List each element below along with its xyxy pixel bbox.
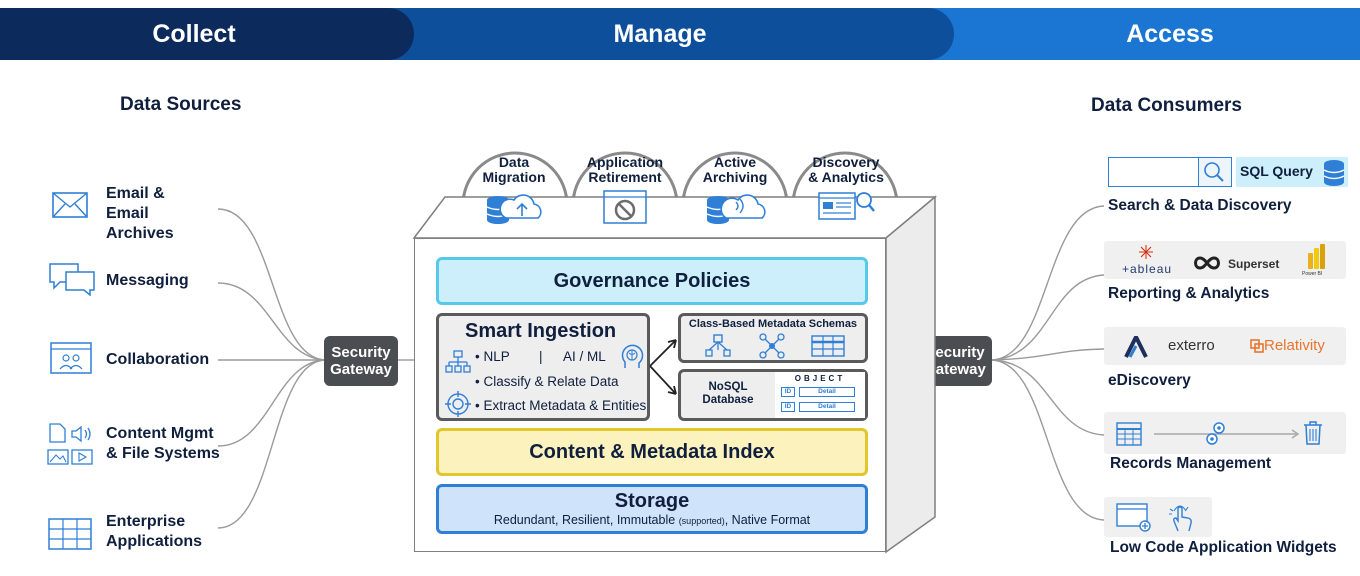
object-id-2: ID	[781, 402, 795, 412]
object-detail-2: Detail	[799, 402, 855, 412]
ingestion-nlp: • NLP	[475, 349, 510, 364]
database-cloud-upload-icon	[486, 194, 542, 224]
governance-policies-layer: Governance Policies	[436, 257, 868, 305]
phase-access: Access	[1126, 20, 1214, 48]
object-label: OBJECT	[794, 374, 846, 383]
smart-ingestion-title: Smart Ingestion	[465, 320, 617, 342]
ingestion-extract: • Extract Metadata & Entities	[475, 398, 647, 413]
grid-table-icon	[48, 518, 92, 550]
trash-icon	[1304, 421, 1322, 445]
ingestion-separator: |	[539, 349, 543, 364]
database-cloud-signal-icon	[706, 194, 766, 224]
data-sources-title: Data Sources	[120, 94, 242, 115]
source-collaboration: Collaboration	[106, 351, 210, 368]
relativity-logo-text: Relativity	[1264, 337, 1325, 354]
superset-logo-text: Superset	[1228, 257, 1280, 271]
ingestion-classify: • Classify & Relate Data	[475, 374, 619, 389]
gears-icon	[1206, 422, 1225, 445]
chat-bubbles-icon	[49, 263, 95, 296]
collaboration-window-icon	[50, 342, 92, 374]
schema-grid-icon	[811, 335, 845, 357]
hierarchy-node-icon	[705, 334, 731, 357]
brain-head-icon	[621, 344, 644, 368]
powerbi-logo-icon	[1308, 244, 1325, 269]
ingestion-arrows	[649, 339, 677, 395]
class-schemas-title: Class-Based Metadata Schemas	[688, 318, 858, 330]
service-discovery-analytics-label: Discovery & Analytics	[808, 154, 884, 185]
service-app-retirement-label: Application Retirement	[586, 154, 664, 185]
content-metadata-index-layer: Content & Metadata Index	[436, 428, 868, 476]
spreadsheet-icon	[1116, 422, 1142, 446]
nosql-database-panel: NoSQL Database OBJECT ID Detail ID Detai…	[678, 369, 868, 421]
source-content-mgmt: Content Mgmt & File Systems	[106, 425, 220, 462]
window-add-icon	[1116, 503, 1151, 532]
object-detail-1: Detail	[799, 387, 855, 397]
ingestion-aiml: AI / ML	[563, 349, 606, 364]
envelope-icon	[52, 192, 88, 218]
target-crosshair-icon	[445, 391, 471, 417]
hierarchy-icon	[445, 350, 471, 373]
security-gateway-left: Security Gateway	[324, 336, 398, 386]
powerbi-logo-text: Power BI	[1302, 271, 1323, 277]
relativity-logo-icon	[1250, 339, 1264, 353]
screen-magnifier-icon	[818, 192, 875, 220]
consumer-records-management: Records Management	[1110, 455, 1272, 472]
source-email: Email & Email Archives	[106, 185, 174, 242]
storage-layer: Storage Redundant, Resilient, Immutable …	[436, 484, 868, 534]
object-id-1: ID	[781, 387, 795, 397]
database-icon	[1323, 160, 1345, 186]
reporting-logos: +ableau Superset Power BI	[1104, 241, 1346, 279]
data-consumers-title: Data Consumers	[1091, 95, 1242, 116]
search-button-mock	[1198, 157, 1232, 187]
sql-query-label: SQL Query	[1240, 163, 1313, 179]
lifecycle-arrow	[1154, 429, 1300, 439]
sql-query-badge: SQL Query	[1236, 157, 1348, 187]
consumer-reporting-analytics: Reporting & Analytics	[1108, 285, 1270, 302]
consumer-low-code-widgets: Low Code Application Widgets	[1110, 539, 1337, 556]
service-active-archiving-label: Active Archiving	[702, 154, 768, 185]
consumer-search-discovery: Search & Data Discovery	[1108, 197, 1292, 214]
lowcode-widgets	[1104, 497, 1212, 537]
consumer-ediscovery: eDiscovery	[1108, 372, 1191, 389]
ediscovery-logos: exterro Relativity	[1104, 327, 1346, 365]
source-messaging: Messaging	[106, 272, 189, 289]
window-prohibited-icon	[603, 190, 647, 224]
tableau-logo-icon	[1139, 245, 1153, 259]
exterro-logo-text: exterro	[1168, 337, 1215, 354]
phase-collect: Collect	[152, 20, 236, 48]
service-data-migration-label: Data Migration	[482, 154, 546, 185]
class-metadata-schemas-panel: Class-Based Metadata Schemas	[678, 313, 868, 363]
ediscovery-a-logo-icon	[1124, 336, 1148, 358]
smart-ingestion-panel: Smart Ingestion • NLP | AI / ML • Classi…	[436, 313, 650, 421]
tableau-logo-text: +ableau	[1122, 262, 1173, 276]
document-media-icon	[47, 423, 93, 465]
hand-touch-icon	[1169, 505, 1192, 532]
network-graph-icon	[759, 333, 785, 359]
storage-title: Storage	[614, 490, 690, 512]
phase-banner	[0, 8, 1360, 60]
phase-manage: Manage	[613, 20, 707, 48]
storage-subtitle: Redundant, Resilient, Immutable (support…	[493, 513, 811, 527]
search-icon	[1204, 162, 1224, 182]
records-flow	[1104, 412, 1346, 454]
source-enterprise-apps: Enterprise Applications	[106, 513, 203, 550]
superset-logo-icon	[1194, 256, 1220, 270]
nosql-label: NoSQL Database	[702, 381, 754, 406]
